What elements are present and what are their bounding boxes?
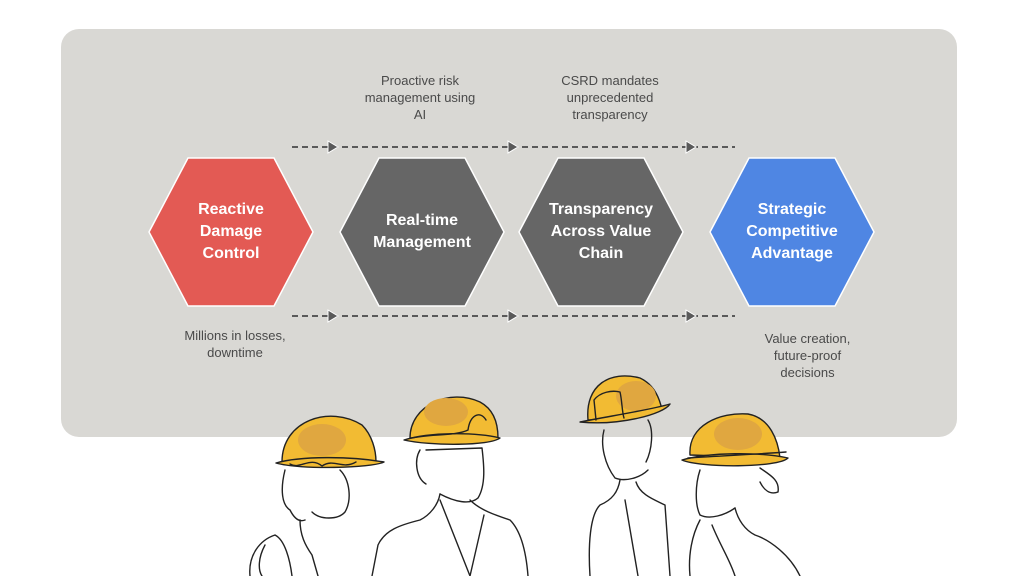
arrowhead-icon bbox=[685, 309, 697, 323]
worker-1 bbox=[249, 415, 385, 576]
worker-2 bbox=[371, 396, 529, 576]
arrowhead-icon bbox=[327, 140, 339, 154]
arrowhead-icon bbox=[685, 140, 697, 154]
note-value-creation: Value creation, future-proof decisions bbox=[764, 331, 851, 380]
arrowhead-icon bbox=[327, 309, 339, 323]
bottom-connector bbox=[292, 309, 735, 323]
worker-3 bbox=[579, 375, 671, 576]
stage-label: Strategic Competitive Advantage bbox=[746, 201, 838, 262]
hexagon-shape bbox=[148, 157, 314, 307]
note-proactive-risk: Proactive risk management using AI bbox=[364, 73, 476, 122]
stage-label: Reactive Damage Control bbox=[198, 201, 264, 262]
note-csrd: CSRD mandates unprecedented transparency bbox=[561, 73, 659, 122]
stage-reactive-damage-control: Reactive Damage Control bbox=[148, 157, 314, 307]
stage-real-time-management: Real-time Management bbox=[339, 157, 505, 307]
top-connector bbox=[292, 140, 735, 154]
worker-4 bbox=[681, 413, 801, 576]
note-millions-losses: Millions in losses, downtime bbox=[184, 328, 286, 360]
arrowhead-icon bbox=[507, 309, 519, 323]
hexagon-shape bbox=[709, 157, 875, 307]
stage-label: Transparency Across Value Chain bbox=[548, 201, 654, 262]
stage-transparency-value-chain: Transparency Across Value Chain bbox=[518, 157, 684, 307]
hexagon-shape bbox=[339, 157, 505, 307]
stage-strategic-competitive-advantage: Strategic Competitive Advantage bbox=[709, 157, 875, 307]
stage-label: Real-time Management bbox=[373, 212, 471, 251]
arrowhead-icon bbox=[507, 140, 519, 154]
hexagon-shape bbox=[518, 157, 684, 307]
